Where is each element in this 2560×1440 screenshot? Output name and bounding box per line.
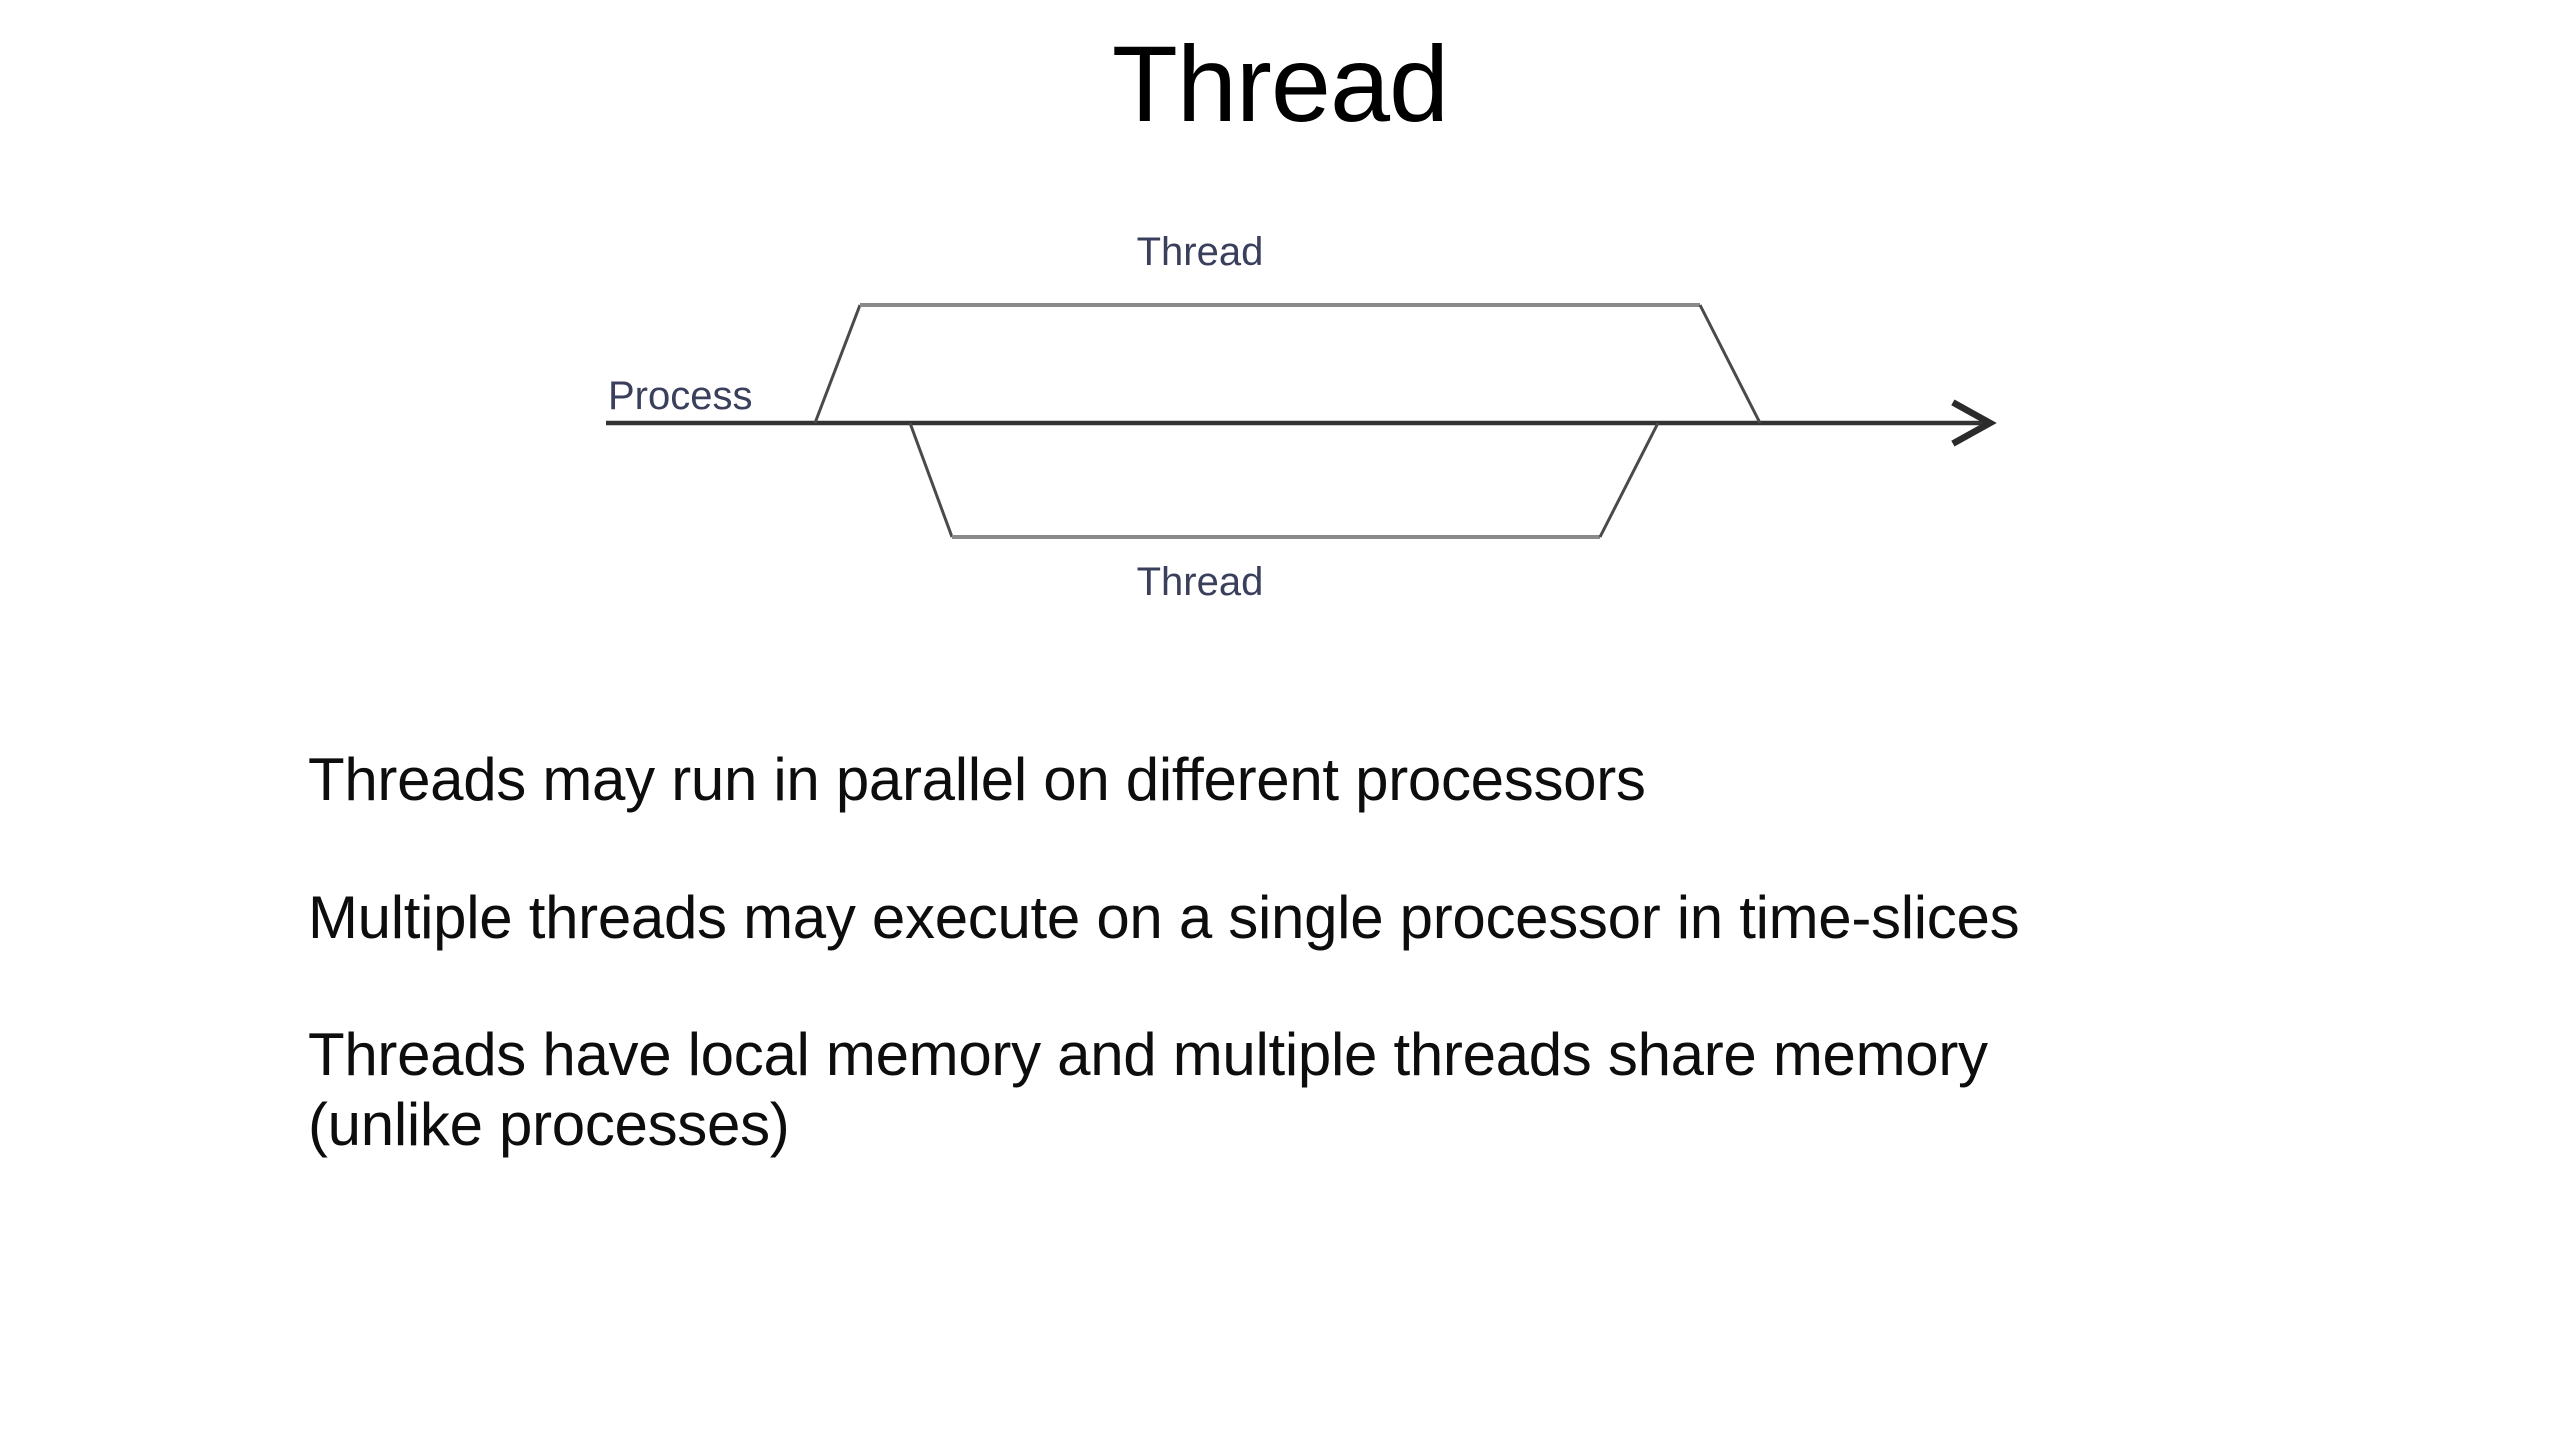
- process-label: Process: [608, 374, 753, 418]
- bullet-list: Threads may run in parallel on different…: [308, 745, 2408, 1159]
- bullet-time-slices-line-1: Multiple threads may execute on a single…: [308, 883, 2020, 951]
- bullet-memory-line-1: Threads have local memory and multiple t…: [308, 1021, 1988, 1089]
- lower-thread-direction-arrow: [1599, 464, 1637, 538]
- thread-top-label: Thread: [1137, 230, 1264, 274]
- diagram-canvas: Process Thread Thread: [606, 230, 1997, 604]
- upper-thread-join-line: [1698, 304, 1762, 424]
- bullet-memory-line-2: (unlike processes): [308, 1090, 790, 1158]
- upper-thread-fork-line: [813, 304, 862, 424]
- bullet-memory: Threads have local memory and multiple t…: [308, 1020, 2408, 1159]
- bullet-parallel-line-1: Threads may run in parallel on different…: [308, 746, 1646, 813]
- thread-bottom-label: Thread: [1137, 560, 1264, 604]
- bullet-parallel: Threads may run in parallel on different…: [308, 745, 2408, 815]
- lower-thread-fork-line: [908, 422, 954, 538]
- page-title: Thread: [1111, 23, 1449, 144]
- lower-thread-join-line: [1598, 422, 1660, 538]
- upper-thread-direction-arrow: [1699, 304, 1737, 376]
- process-thread-diagram: Process Thread Thread: [560, 225, 2060, 645]
- bullet-time-slices: Multiple threads may execute on a single…: [308, 883, 2408, 953]
